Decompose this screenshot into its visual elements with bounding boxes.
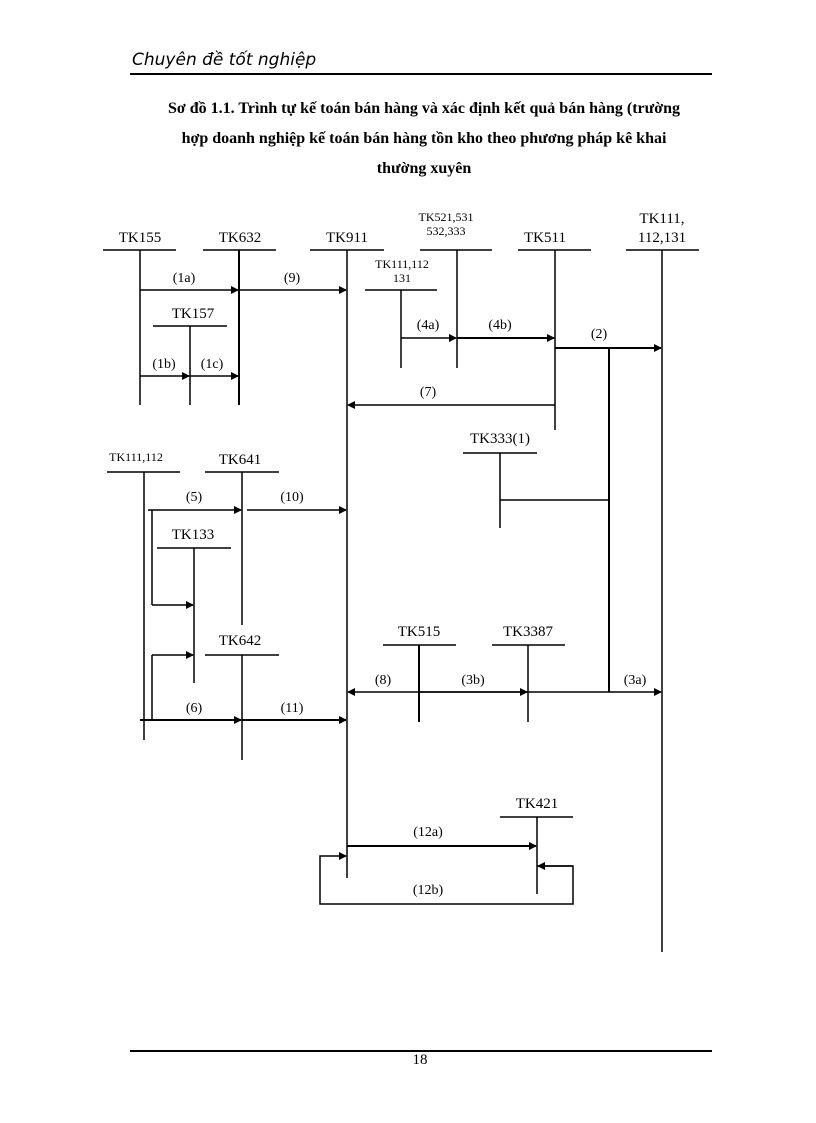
label-tk642: TK642 bbox=[219, 633, 262, 649]
flow-arrows bbox=[140, 286, 662, 905]
step-8: (8) bbox=[375, 673, 392, 688]
label-tk521-line2: 532,333 bbox=[427, 224, 466, 238]
diagram-title: Sơ đồ 1.1. Trình tự kế toán bán hàng và … bbox=[118, 94, 730, 184]
step-4b: (4b) bbox=[488, 318, 512, 333]
label-tk111-left: TK111,112 bbox=[109, 450, 163, 464]
step-2: (2) bbox=[591, 327, 608, 342]
label-tk155: TK155 bbox=[119, 230, 162, 246]
title-line-2: hợp doanh nghiệp kế toán bán hàng tồn kh… bbox=[181, 130, 667, 147]
step-3a: (3a) bbox=[624, 673, 647, 688]
label-tk421: TK421 bbox=[516, 796, 559, 812]
step-12a: (12a) bbox=[413, 825, 443, 840]
step-1b: (1b) bbox=[152, 357, 176, 372]
step-5: (5) bbox=[186, 490, 203, 505]
label-tk111-right-line2: 112,131 bbox=[638, 230, 686, 246]
step-6: (6) bbox=[186, 701, 203, 716]
step-12b: (12b) bbox=[413, 883, 444, 898]
step-4a: (4a) bbox=[417, 318, 440, 333]
label-tk3387: TK3387 bbox=[503, 624, 553, 640]
label-tk911: TK911 bbox=[326, 230, 368, 246]
title-line-1: Sơ đồ 1.1. Trình tự kế toán bán hàng và … bbox=[167, 100, 681, 117]
step-7: (7) bbox=[420, 385, 437, 400]
title-line-3: thường xuyên bbox=[376, 160, 472, 177]
label-tk511: TK511 bbox=[524, 230, 566, 246]
account-t-lines bbox=[103, 249, 699, 952]
step-labels: (1a) (9) (4a) (4b) (2) (1b) (1c) (7) (5)… bbox=[152, 271, 646, 898]
header-rule bbox=[130, 73, 712, 75]
label-tk641: TK641 bbox=[219, 452, 262, 468]
label-tk111-mid-line1: TK111,112 bbox=[375, 257, 429, 271]
step-3b: (3b) bbox=[461, 673, 485, 688]
step-9: (9) bbox=[284, 271, 301, 286]
step-1a: (1a) bbox=[173, 271, 196, 286]
label-tk133: TK133 bbox=[172, 527, 215, 543]
label-tk521-line1: TK521,531 bbox=[419, 210, 474, 224]
account-labels: TK155 TK632 TK911 TK521,531 532,333 TK51… bbox=[109, 210, 686, 812]
running-header: Chuyên đề tốt nghiệp bbox=[132, 50, 317, 70]
label-tk111-mid-line2: 131 bbox=[393, 271, 411, 285]
step-1c: (1c) bbox=[201, 357, 224, 372]
label-tk515: TK515 bbox=[398, 624, 441, 640]
page-number: 18 bbox=[412, 1052, 428, 1068]
step-10: (10) bbox=[280, 490, 304, 505]
label-tk632: TK632 bbox=[219, 230, 262, 246]
step-11: (11) bbox=[281, 701, 304, 716]
footer-rule bbox=[130, 1050, 712, 1052]
label-tk157: TK157 bbox=[172, 306, 215, 322]
label-tk111-right-line1: TK111, bbox=[639, 211, 684, 227]
label-tk333: TK333(1) bbox=[470, 431, 530, 447]
